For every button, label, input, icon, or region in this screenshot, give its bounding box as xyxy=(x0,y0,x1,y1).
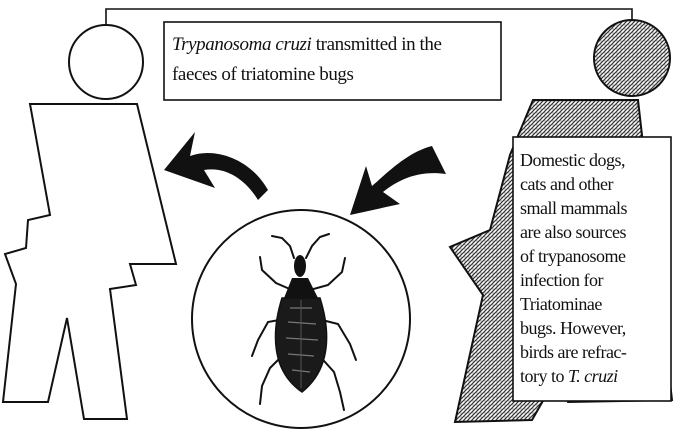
side-caption-line: of trypanosome xyxy=(520,246,626,266)
right-human-head xyxy=(594,20,670,96)
side-caption-line: Domestic dogs, xyxy=(520,150,625,170)
side-caption-line: are also sources xyxy=(520,222,626,242)
side-caption-line: birds are refrac- xyxy=(520,342,627,362)
side-caption-line: infection for xyxy=(520,270,603,290)
top-caption-line1: Trypanosoma cruzi transmitted in the xyxy=(172,34,442,55)
side-caption-line: cats and other xyxy=(520,174,613,194)
top-caption-line2: faeces of triatomine bugs xyxy=(172,64,354,85)
left-human-figure xyxy=(3,25,176,419)
side-caption-last-line: tory to T. cruzi xyxy=(520,366,618,386)
left-curved-arrow xyxy=(164,132,268,200)
top-caption-line1-rest: transmitted in the xyxy=(311,34,441,55)
side-caption-last-prefix: tory to xyxy=(520,366,568,386)
side-caption-last-species: T. cruzi xyxy=(568,366,618,386)
side-caption-line: small mammals xyxy=(520,198,627,218)
side-caption-line: bugs. However, xyxy=(520,318,626,338)
side-caption-line: Triatominae xyxy=(520,294,602,314)
top-caption-species: Trypanosoma cruzi xyxy=(172,34,312,55)
left-human-head xyxy=(69,25,143,99)
right-curved-arrow xyxy=(350,146,446,215)
left-human-body xyxy=(3,104,176,419)
bug-head xyxy=(294,255,306,277)
